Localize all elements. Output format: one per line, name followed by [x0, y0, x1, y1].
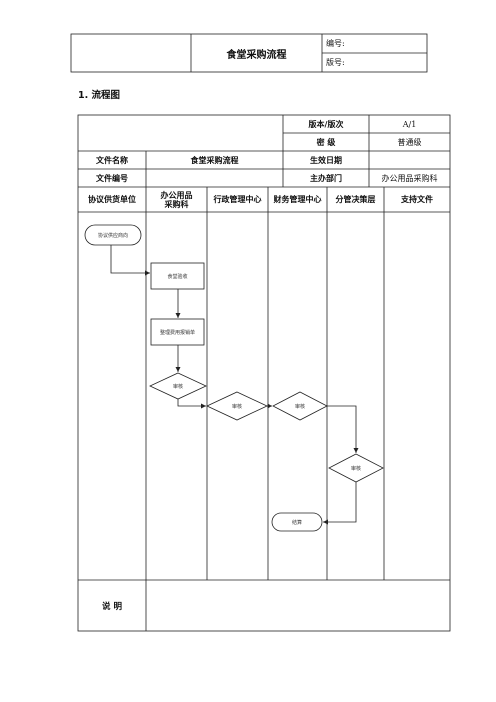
- lane-admin: 行政管理中心: [213, 195, 262, 204]
- dept-value: 办公用品采购科: [381, 173, 438, 183]
- approve-label: 审核: [350, 465, 361, 472]
- effective-value: [369, 151, 450, 169]
- start-node: [84, 224, 142, 246]
- section-title: 1. 流程图: [78, 90, 121, 101]
- notes-label: 说 明: [102, 601, 122, 612]
- filename-label: 文件名称: [96, 155, 128, 165]
- lane-support-docs: 支持文件: [401, 195, 433, 204]
- fileno-value: [146, 169, 283, 187]
- lane-finance: 财务管理中心: [273, 195, 322, 204]
- filename-value: 食堂采购流程: [190, 155, 239, 165]
- lane-supplier: 协议供货单位: [88, 195, 136, 204]
- doc-title: 食堂采购流程: [226, 49, 287, 61]
- dept-label: 主办部门: [310, 173, 342, 183]
- version-label: 版本/版次: [308, 119, 344, 129]
- review3-diamond: [272, 391, 328, 421]
- collect-box: [150, 318, 205, 346]
- receive-box: [150, 262, 205, 290]
- version-value: A/1: [402, 119, 417, 129]
- collect-label: 整理费用报销单: [159, 329, 195, 336]
- effective-label: 生效日期: [310, 155, 342, 165]
- review1-label: 审核: [172, 383, 183, 390]
- review2-label: 审核: [231, 403, 242, 410]
- review3-label: 审核: [294, 403, 305, 410]
- notes-value: [146, 580, 450, 631]
- start-label: 协议供应商向: [97, 232, 128, 239]
- lane-procurement: 办公用品 采购科: [160, 190, 193, 209]
- number-label: 编号:: [326, 39, 345, 48]
- fileno-label: 文件编号: [96, 173, 128, 183]
- end-node: [271, 512, 323, 532]
- end-label: 结算: [291, 519, 302, 526]
- review2-diamond: [206, 391, 268, 421]
- secret-label: 密 级: [316, 137, 336, 147]
- secret-value: 普通级: [397, 137, 422, 147]
- lane-decision: 分管决策层: [335, 195, 376, 204]
- version-no-label: 版号:: [326, 58, 345, 67]
- receive-label: 食堂验收: [167, 273, 188, 280]
